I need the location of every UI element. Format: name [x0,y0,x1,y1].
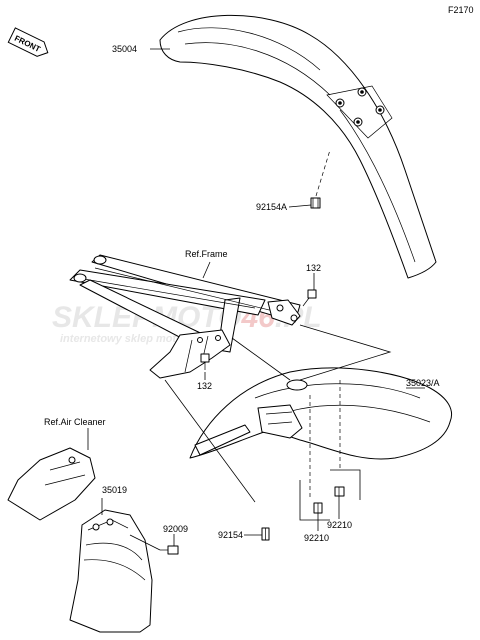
callout-air-cleaner-ref: Ref.Air Cleaner [44,417,106,427]
callout-35019: 35019 [102,485,127,495]
bolt-92009 [160,545,179,555]
front-fender-35004 [159,14,437,279]
callout-132-lower: 132 [197,381,212,391]
callout-92154a: 92154A [256,202,287,212]
nut-92210-right [334,486,345,497]
diagram-code: F2170 [448,5,474,15]
nut-92210-left [313,502,323,514]
front-arrow-icon: FRONT [7,27,49,57]
callout-92210-right: 92210 [327,520,352,530]
bolt-92154 [261,527,270,541]
callout-frame-ref: Ref.Frame [185,249,228,259]
callout-35004: 35004 [112,44,137,54]
bolt-132-upper [302,289,317,307]
callout-35023a: 35023/A [406,378,440,388]
rear-fender-35023a [189,367,453,460]
bolt-132-lower [200,353,210,370]
callout-132-upper: 132 [306,263,321,273]
air-cleaner-ref [7,447,96,521]
callout-92210-left: 92210 [304,533,329,543]
frame-subframe [69,254,301,379]
callout-92009: 92009 [163,524,188,534]
mud-flap-35019 [69,509,153,633]
callout-92154: 92154 [218,530,243,540]
bolt-92154a [310,197,321,209]
